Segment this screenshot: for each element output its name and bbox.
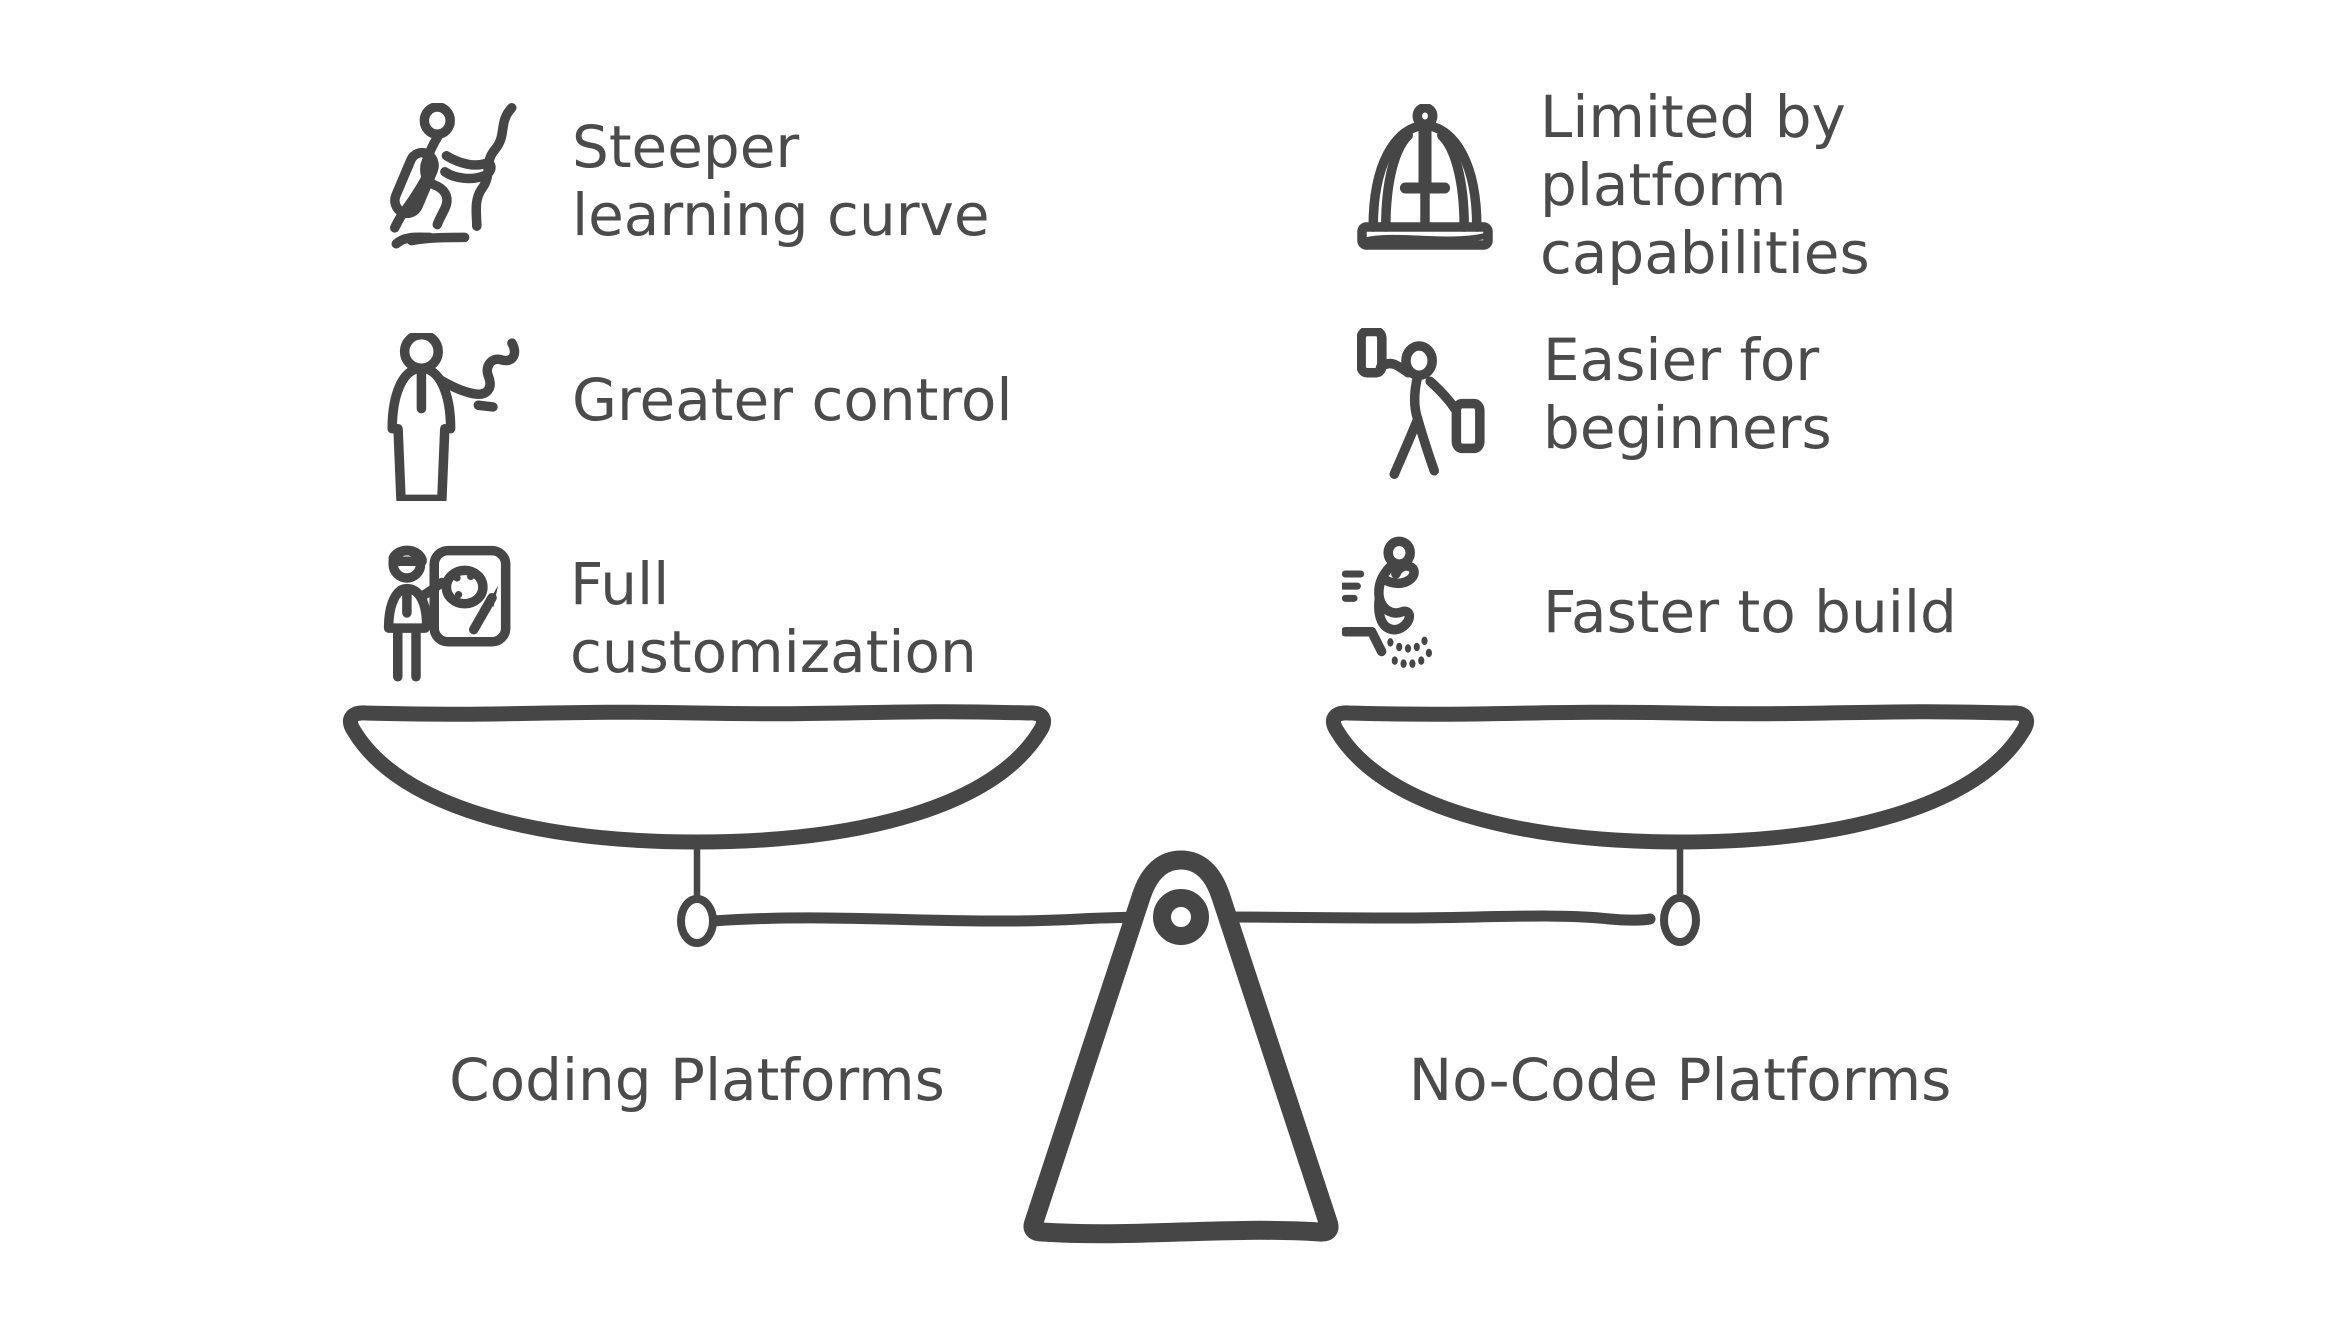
feature-line: customization [570,618,977,686]
feature-line: learning curve [572,181,990,249]
right-pan [1333,712,2026,842]
pivot-ring [1153,889,1209,945]
left-pan-label: Coding Platforms [449,1046,945,1114]
feature-text-greater-control: Greater control [572,366,1013,434]
feature-text-steeper-learning-curve: Steeper learning curve [572,113,990,249]
person-moving-fast-icon [1342,536,1432,668]
birdcage-icon [1355,104,1495,254]
feature-line: Easier for [1543,326,1820,394]
feature-text-faster-to-build: Faster to build [1543,578,1957,646]
feature-line: Limited by [1540,83,1846,151]
person-with-whip-icon [382,333,528,501]
feature-line: capabilities [1540,219,1870,287]
feature-line: beginners [1543,394,1832,462]
person-holding-signs-icon [1357,328,1495,500]
left-hanger-ring [677,895,717,947]
feature-line: Greater control [572,366,1013,434]
scale-beam [707,910,1656,927]
feature-line: Faster to build [1543,578,1957,646]
fulcrum [1023,850,1339,1244]
feature-line: Steeper [572,113,800,181]
feature-text-full-customization: Full customization [570,550,977,686]
right-pan-label: No-Code Platforms [1408,1046,1952,1114]
artist-painting-icon [378,543,530,695]
hiker-climbing-icon [378,103,530,263]
left-pan [343,704,1051,850]
feature-text-easier-for-beginners: Easier for beginners [1543,326,1832,462]
feature-line: platform [1540,151,1787,219]
right-hanger-ring [1660,894,1700,946]
feature-line: Full [570,550,670,618]
feature-text-limited-by-platform: Limited by platform capabilities [1540,83,1870,287]
